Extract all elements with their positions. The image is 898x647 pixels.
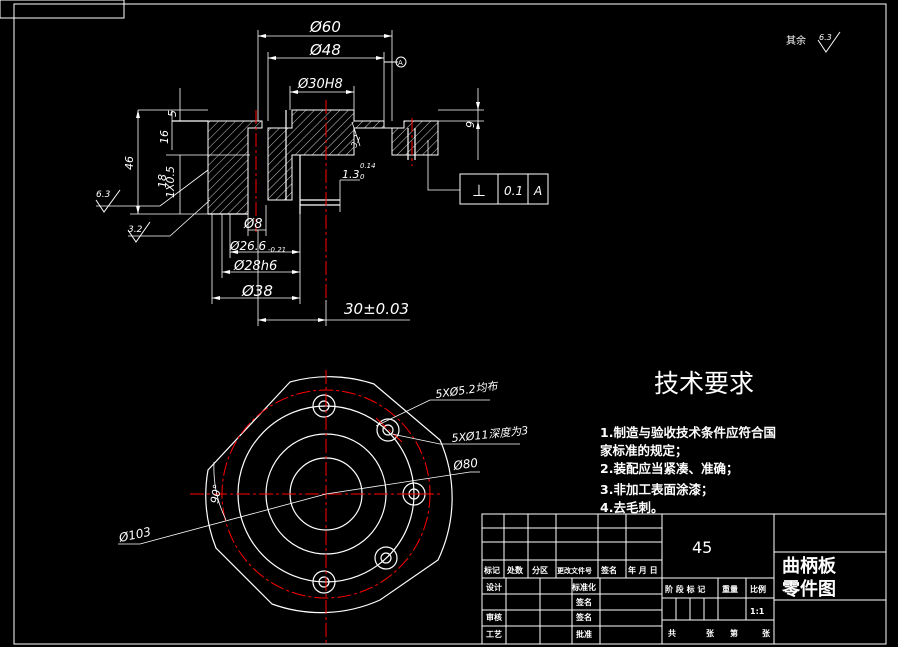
datum-flag: A <box>384 56 407 68</box>
section-view: A ⊥ 0.1 A Ø60 Ø48 Ø30H8 46 16 5 18 1X0.5… <box>95 18 549 326</box>
dim-d60: Ø60 <box>309 18 341 36</box>
dim-d26: Ø26.6 <box>229 239 267 253</box>
plan-view: 5XØ5.2均布 5XØ11深度为3 Ø80 Ø103 90° <box>117 370 529 645</box>
dim-holes5: 5XØ5.2均布 <box>435 379 501 401</box>
section-center-lines <box>255 100 413 300</box>
label-stage: 阶 段 标 记 <box>665 584 705 594</box>
label-approve: 批准 <box>576 629 592 639</box>
gdt-datum: A <box>533 184 542 198</box>
rev-header: 签名 <box>600 565 617 575</box>
dim-ra63: 6.3 <box>96 190 111 200</box>
tech-req-item: 4.去毛刺。 <box>600 500 663 515</box>
part-name: 曲柄板 <box>782 555 837 577</box>
rev-header: 年 月 日 <box>628 565 658 575</box>
plan-outline <box>205 376 453 614</box>
section-outline <box>172 110 416 215</box>
dim-h9: 9 <box>464 121 477 128</box>
tech-req-title: 技术要求 <box>654 369 754 398</box>
corner-roughness-note: 其余 6.3 <box>786 31 841 53</box>
dim-h46: 46 <box>123 156 136 170</box>
dim-d103: Ø103 <box>117 525 153 546</box>
label-weight: 重量 <box>722 584 738 594</box>
scale-value: 1:1 <box>750 607 765 616</box>
dimension-arrows <box>136 34 480 322</box>
label-sign: 签名 <box>575 612 592 622</box>
section-dimension-lines <box>96 30 484 326</box>
drawing-type: 零件图 <box>781 578 836 600</box>
label-sheet-word: 张 <box>706 629 715 638</box>
section-dimension-texts: Ø60 Ø48 Ø30H8 46 16 5 18 1X0.5 9 6.3 3.2… <box>96 18 477 318</box>
tech-req-item: 3.非加工表面涂漆； <box>600 482 713 497</box>
dim-d30h8: Ø30H8 <box>297 77 343 92</box>
dim-angle: 90° <box>208 483 224 504</box>
dim-groove-tol-dn: 0 <box>360 173 365 181</box>
title-block: 45 曲柄板 零件图 标记 处数 分区 更改文件号 签名 年 月 日 设计 标准… <box>481 513 887 645</box>
dim-len30: 30±0.03 <box>344 300 409 318</box>
corner-note-value: 6.3 <box>819 33 832 42</box>
rev-header: 分区 <box>532 565 548 575</box>
gdt-value: 0.1 <box>504 184 523 198</box>
material: 45 <box>692 538 712 557</box>
dim-d80: Ø80 <box>451 456 479 473</box>
dim-groove-tol-up: 0.14 <box>360 162 376 170</box>
dim-d38: Ø38 <box>241 282 273 300</box>
roughness-symbols <box>95 189 151 243</box>
label-sheet-no: 第 <box>730 628 738 638</box>
plan-dimension-texts: 5XØ5.2均布 5XØ11深度为3 Ø80 Ø103 90° <box>117 379 529 545</box>
dim-ra-inner: 3.2 <box>349 134 362 149</box>
label-design: 设计 <box>486 582 502 592</box>
plan-leaders <box>118 399 520 545</box>
datum-flag-letter: A <box>398 59 403 67</box>
tech-req-item: 1.制造与验收技术条件应符合国 <box>600 425 776 440</box>
dim-d28h6: Ø28h6 <box>233 259 277 274</box>
dim-d26-tol: -0.21 <box>268 246 286 254</box>
gdt-frame: ⊥ 0.1 A <box>459 173 549 205</box>
tech-req-item: 2.装配应当紧凑、准确； <box>600 461 738 476</box>
plan-center-lines <box>190 370 440 645</box>
technical-requirements: 技术要求 1.制造与验收技术条件应符合国 家标准的规定； 2.装配应当紧凑、准确… <box>600 369 776 515</box>
corner-note-label: 其余 <box>786 34 806 47</box>
label-sheet-word2: 张 <box>762 629 771 638</box>
dim-ra32: 3.2 <box>128 225 143 235</box>
rev-header: 更改文件号 <box>557 566 592 575</box>
dim-groove: 1.3 <box>342 168 360 181</box>
dim-h5: 5 <box>166 110 179 117</box>
label-check: 审核 <box>486 612 502 622</box>
label-sign: 签名 <box>575 597 592 607</box>
tech-req-item: 家标准的规定； <box>600 443 688 458</box>
title-block-texts: 45 曲柄板 零件图 标记 处数 分区 更改文件号 签名 年 月 日 设计 标准… <box>483 538 837 639</box>
label-standard: 标准化 <box>571 582 596 592</box>
dim-h16: 16 <box>158 130 171 144</box>
rev-header: 处数 <box>506 565 524 575</box>
label-proc: 工艺 <box>486 629 502 639</box>
label-sheet-total: 共 <box>668 628 676 638</box>
dim-d48: Ø48 <box>309 41 341 59</box>
dim-d8: Ø8 <box>243 217 263 232</box>
dim-holes-cb: 5XØ11深度为3 <box>451 424 529 445</box>
dim-chamfer: 1X0.5 <box>164 166 177 198</box>
hatched-material <box>207 109 439 215</box>
label-scale: 比例 <box>750 584 766 594</box>
dim-h18: 18 <box>156 174 169 188</box>
gdt-symbol: ⊥ <box>472 181 486 200</box>
rev-header: 标记 <box>483 565 500 575</box>
